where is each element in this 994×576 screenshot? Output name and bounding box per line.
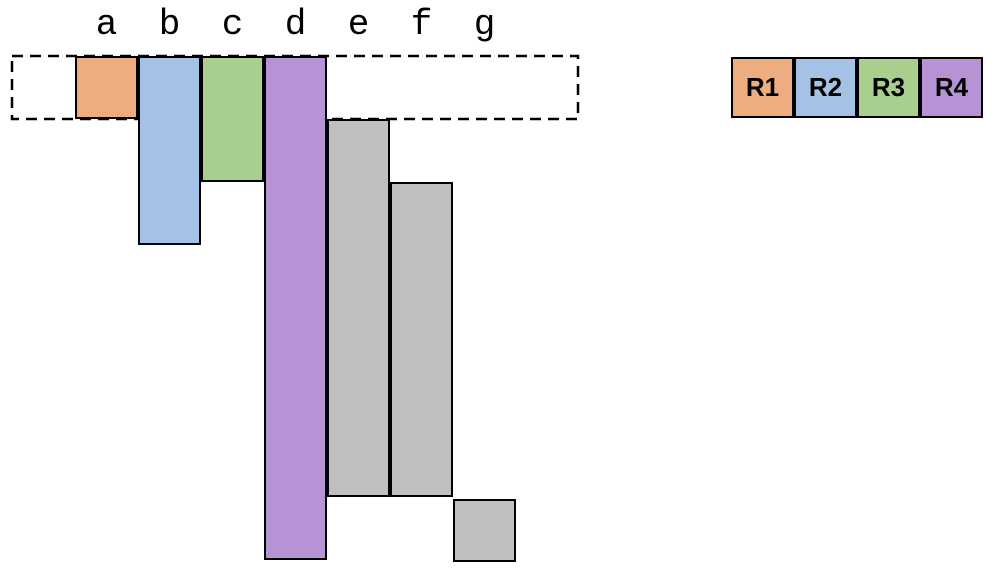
legend-square-r1: R1 — [731, 57, 794, 118]
task-bar-f — [390, 182, 453, 497]
task-label-d: d — [284, 4, 307, 45]
timeline-dashed-rect — [10, 54, 580, 121]
task-bar-d — [264, 56, 327, 560]
task-label-e: e — [347, 4, 370, 45]
resource-legend: R1 R2 R3 R4 — [731, 57, 983, 118]
task-label-b: b — [158, 4, 181, 45]
task-bar-g — [453, 499, 516, 562]
legend-label-r3: R3 — [871, 72, 906, 102]
task-label-c: c — [221, 4, 244, 45]
legend-square-r2: R2 — [794, 57, 857, 118]
legend-label-r1: R1 — [745, 72, 780, 102]
legend-label-r2: R2 — [808, 72, 843, 102]
task-bar-b — [138, 56, 201, 245]
timeline-dashed-outline — [10, 54, 580, 121]
task-label-f: f — [410, 4, 433, 45]
task-bar-a — [75, 56, 138, 119]
legend-square-r4: R4 — [920, 57, 983, 118]
task-bar-e — [327, 119, 390, 497]
task-label-g: g — [473, 4, 496, 45]
legend-label-r4: R4 — [934, 72, 969, 102]
legend-square-r3: R3 — [857, 57, 920, 118]
task-bar-c — [201, 56, 264, 182]
task-label-a: a — [95, 4, 118, 45]
